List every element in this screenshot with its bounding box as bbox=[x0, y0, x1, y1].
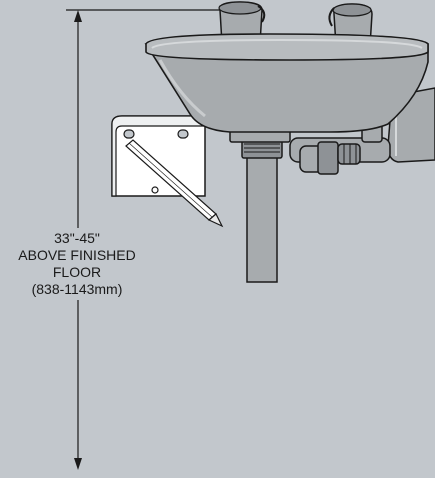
eyewash-bowl bbox=[144, 33, 429, 133]
dimension-label-range: 33"-45" bbox=[54, 230, 100, 246]
bracket-slot-right bbox=[177, 129, 189, 139]
dimension-arrow-top bbox=[74, 10, 82, 22]
bracket-screw-hole bbox=[151, 186, 159, 194]
dimension-arrow-bottom bbox=[74, 458, 82, 470]
dimension-label-metric: (838-1143mm) bbox=[31, 281, 123, 297]
drain-pipe bbox=[229, 127, 291, 283]
dimension-label: 33"-45" ABOVE FINISHED FLOOR (838-1143mm… bbox=[2, 228, 152, 300]
bracket-slot-left bbox=[123, 129, 135, 139]
dimension-label-line-3: FLOOR bbox=[52, 264, 102, 280]
supply-pipe bbox=[289, 121, 391, 175]
dimension-label-line-2: ABOVE FINISHED bbox=[18, 247, 136, 263]
pencil-icon bbox=[125, 139, 224, 228]
